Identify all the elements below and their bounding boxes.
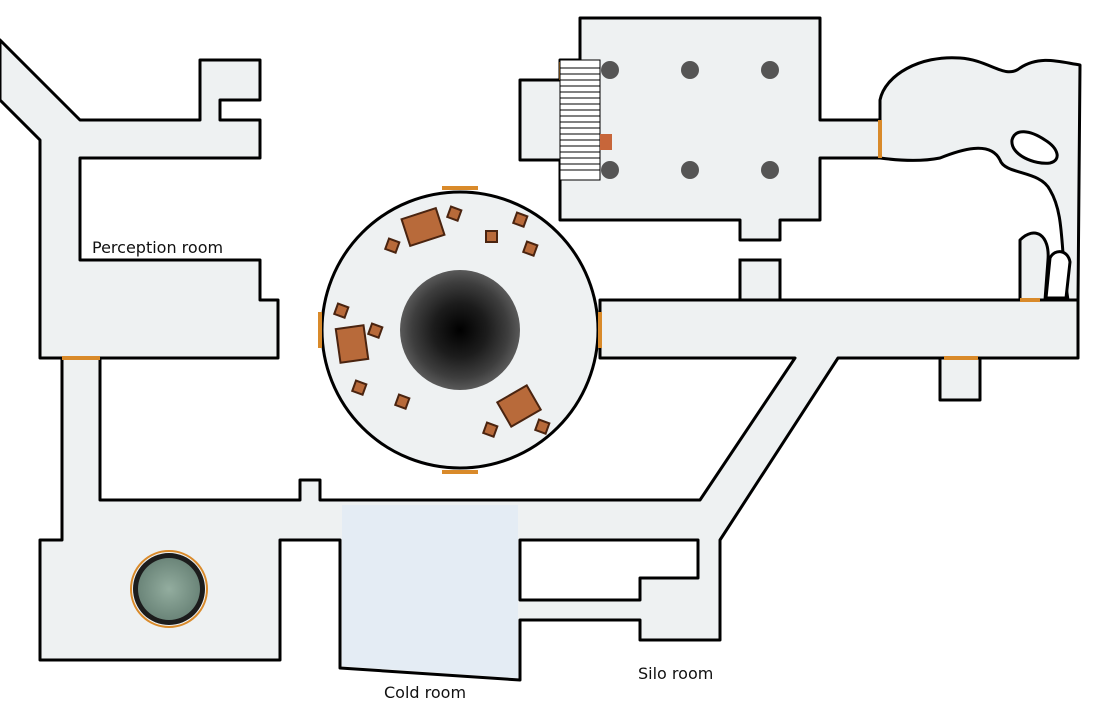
east-stub-floor <box>938 356 982 402</box>
perception-room-label: Perception room <box>92 238 224 257</box>
pillar-icon <box>601 61 619 79</box>
cave-passage <box>1018 231 1050 302</box>
crate-icon <box>350 379 368 396</box>
crate-icon <box>445 205 463 222</box>
cold-room-floor <box>342 505 518 678</box>
well-icon <box>130 550 208 628</box>
east-corridor-floor <box>38 298 1080 682</box>
crates <box>332 205 551 438</box>
stairs-icon <box>559 59 612 181</box>
cave-rock <box>1010 130 1059 165</box>
pillar-icon <box>681 161 699 179</box>
crate-icon <box>332 302 350 319</box>
crate-icon <box>485 230 498 243</box>
pit-icon <box>400 270 520 390</box>
pillar-icon <box>681 61 699 79</box>
crate-icon <box>495 384 543 428</box>
pillar-icon <box>761 161 779 179</box>
cave-rock-2 <box>1044 250 1072 300</box>
silo-room-label: Silo room <box>638 664 714 683</box>
vestibule <box>738 258 782 302</box>
pillar-icon <box>761 61 779 79</box>
perception-room-floor <box>0 38 280 360</box>
crate-icon <box>334 324 370 364</box>
crate-icon <box>521 240 539 257</box>
pillars <box>601 61 779 179</box>
crate-icon <box>400 206 446 248</box>
cold-room-label: Cold room <box>384 683 467 702</box>
crate-icon <box>533 418 551 435</box>
pillar-icon <box>601 161 619 179</box>
crate-icon <box>511 211 529 228</box>
crate-icon <box>383 237 401 254</box>
crate-icon <box>393 393 411 410</box>
crate-icon <box>481 421 499 438</box>
crate-icon <box>366 322 384 339</box>
silo-wall-block <box>518 538 700 602</box>
